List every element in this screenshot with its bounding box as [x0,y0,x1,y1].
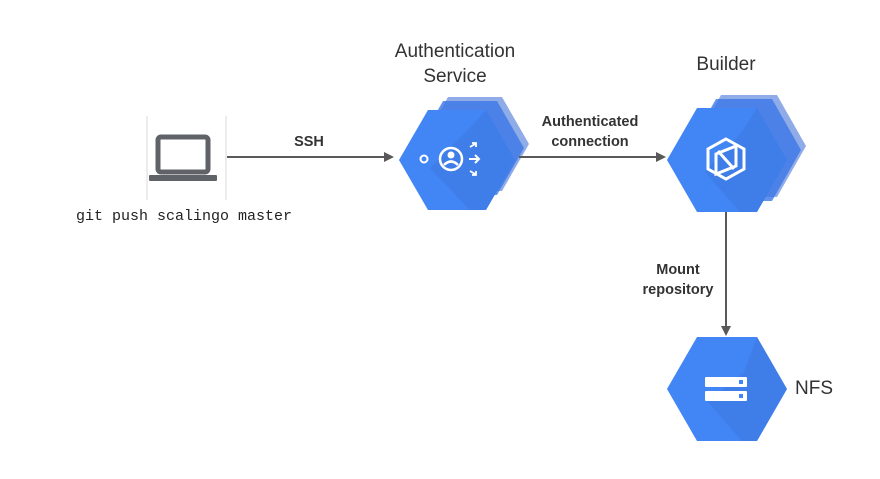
authenticated-label-line1: Authenticated [542,114,639,130]
mount-label-line2: repository [643,282,714,298]
mount-label-line1: Mount [656,262,700,278]
auth-hexagon [399,97,529,210]
client-node: git push scalingo master [76,116,292,225]
ssh-label: SSH [294,134,324,150]
auth-title-line1: Authentication [395,41,515,62]
edge-ssh: SSH [227,134,394,162]
identity-icon [419,142,481,176]
nfs-title: NFS [795,378,833,399]
auth-title-line2: Service [423,66,486,87]
builder-node: Builder [667,54,806,212]
laptop-icon [149,134,217,181]
storage-icon [705,377,747,401]
nfs-hexagon [667,337,787,441]
auth-service-node: Authentication Service [395,41,529,210]
builder-title: Builder [696,54,756,75]
nfs-node: NFS [667,337,833,441]
build-cube-icon [706,137,746,181]
edge-authenticated: Authenticated connection [519,114,666,162]
client-command: git push scalingo master [76,208,292,225]
authenticated-label-line2: connection [551,134,628,150]
edge-mount: Mount repository [643,212,731,336]
